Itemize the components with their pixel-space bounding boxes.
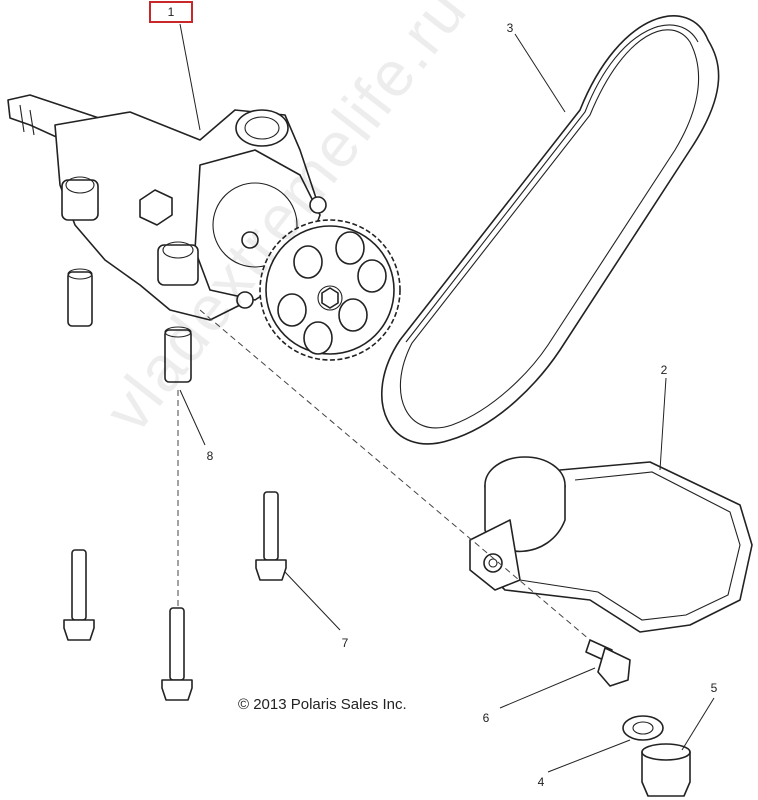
callout-2: 2 [661, 363, 668, 377]
dowel-pin-left [67, 268, 93, 327]
drive-belt-part-3 [381, 15, 720, 445]
highlighted-callout-1[interactable]: 1 [149, 1, 193, 23]
drain-plug-part-5 [641, 743, 691, 797]
callout-1: 1 [167, 5, 175, 19]
callout-4: 4 [538, 775, 545, 789]
washer-part-4 [622, 715, 664, 741]
copyright-notice: © 2013 Polaris Sales Inc. [238, 696, 407, 713]
bolt-middle [255, 491, 287, 581]
oil-strainer-part-2 [469, 456, 753, 633]
dowel-pin-part-8 [164, 326, 192, 383]
callout-8: 8 [207, 449, 214, 463]
callout-leaders [179, 23, 715, 773]
bolt-bottom [161, 607, 193, 701]
callout-3: 3 [507, 21, 514, 35]
bolt-left [63, 549, 95, 641]
callout-6: 6 [483, 711, 490, 725]
callout-5: 5 [711, 681, 718, 695]
pump-sprocket [259, 219, 401, 361]
bolt-part-6 [585, 639, 631, 687]
callout-7: 7 [342, 636, 349, 650]
alignment-lines [177, 309, 591, 641]
